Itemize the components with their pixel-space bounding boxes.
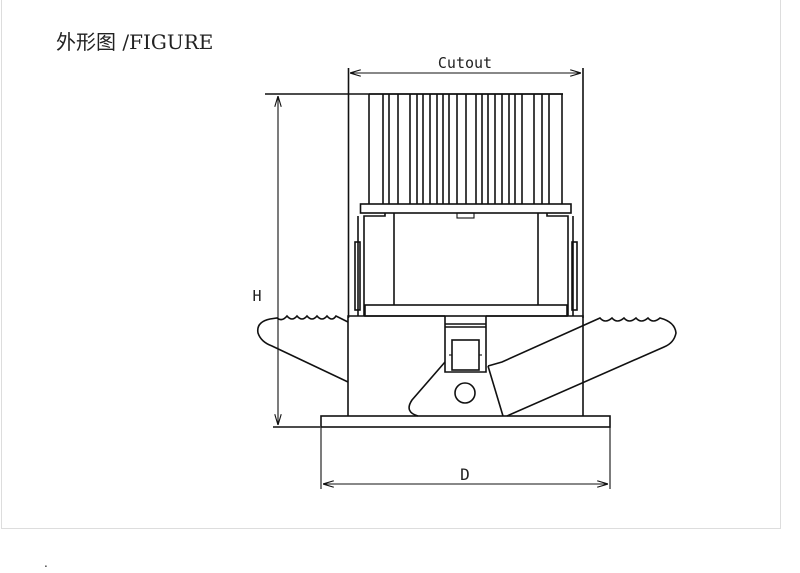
cutout-dimension: Cutout xyxy=(347,54,584,318)
heatsink xyxy=(368,93,563,204)
height-label: H xyxy=(252,287,261,305)
diameter-label: D xyxy=(460,465,470,484)
diameter-dimension: D xyxy=(320,427,611,489)
page-frame xyxy=(1,0,781,529)
right-spring-clip xyxy=(487,316,677,417)
figure-title: 外形图 /FIGURE xyxy=(56,30,214,54)
left-spring-clip xyxy=(256,314,349,383)
height-dimension: H xyxy=(252,93,563,428)
cutout-label: Cutout xyxy=(438,54,492,72)
footer-mark: . xyxy=(44,556,48,570)
driver-housing xyxy=(354,203,578,317)
